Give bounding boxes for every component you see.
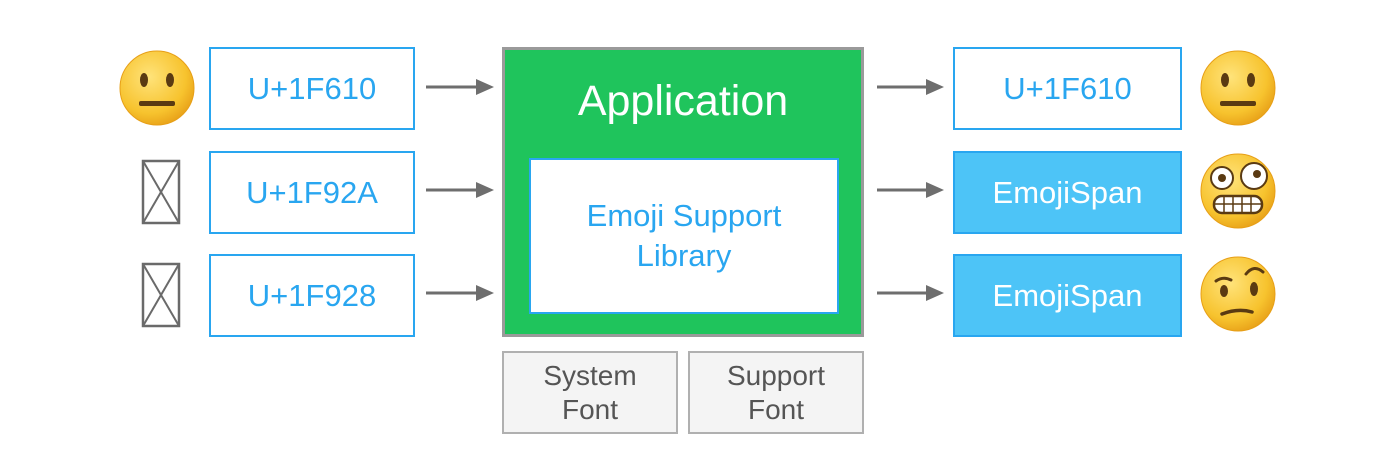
support-font-box: Support Font [688, 351, 864, 434]
output-label: EmojiSpan [992, 174, 1143, 210]
arrow-input-1 [426, 79, 494, 95]
input-code-box-2: U+1F92A [209, 151, 415, 234]
arrow-output-1 [877, 79, 944, 95]
arrow-output-3 [877, 285, 944, 301]
library-label-line1: Emoji Support [586, 198, 782, 233]
font-label-line2: Font [561, 393, 619, 425]
font-label-line1: System [543, 359, 637, 391]
emoji-support-library-box: Emoji Support Library [529, 158, 839, 314]
library-label-line2: Library [636, 238, 732, 273]
application-box: Application Emoji Support Library [502, 47, 864, 337]
missing-glyph-icon [141, 159, 181, 225]
font-label-line2: Font [747, 393, 805, 425]
input-code-box-1: U+1F610 [209, 47, 415, 130]
arrow-input-2 [426, 182, 494, 198]
font-label-line1: Support [726, 359, 826, 391]
neutral-face-icon [119, 50, 195, 126]
output-label: EmojiSpan [992, 277, 1143, 313]
emoji-span-box-1: EmojiSpan [953, 151, 1182, 234]
input-code-label: U+1F610 [247, 70, 377, 106]
neutral-face-icon [1200, 50, 1276, 126]
application-title: Application [577, 77, 789, 125]
arrow-output-2 [877, 182, 944, 198]
zany-face-icon [1200, 153, 1276, 229]
output-code-box: U+1F610 [953, 47, 1182, 130]
system-font-box: System Font [502, 351, 678, 434]
emoji-span-box-2: EmojiSpan [953, 254, 1182, 337]
missing-glyph-icon [141, 262, 181, 328]
output-label: U+1F610 [1003, 70, 1132, 106]
raised-eyebrow-face-icon [1200, 256, 1276, 332]
input-code-box-3: U+1F928 [209, 254, 415, 337]
input-code-label: U+1F928 [247, 277, 377, 313]
arrow-input-3 [426, 285, 494, 301]
input-code-label: U+1F92A [246, 174, 378, 210]
